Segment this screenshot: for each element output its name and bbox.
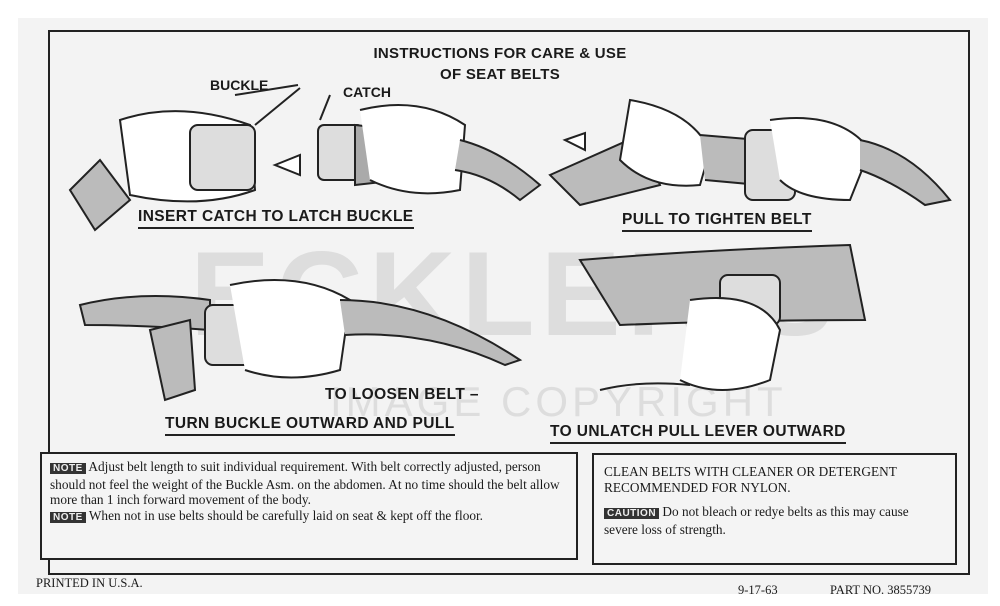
belt-illustration-tighten — [548, 98, 952, 207]
label-catch: CATCH — [343, 84, 391, 100]
belt-illustration-insert — [68, 84, 542, 232]
printed-in: PRINTED IN U.S.A. — [36, 576, 143, 590]
caption-loosen-2: TURN BUCKLE OUTWARD AND PULL — [165, 415, 455, 436]
caution-text: Do not bleach or redye belts as this may… — [604, 504, 909, 537]
clean-text: CLEAN BELTS WITH CLEANER OR DETERGENT RE… — [604, 464, 897, 495]
belt-illustration-unlatch — [578, 243, 867, 391]
caption-unlatch: TO UNLATCH PULL LEVER OUTWARD — [550, 423, 846, 444]
note-2: NOTE When not in use belts should be car… — [50, 508, 568, 526]
note-1-text: Adjust belt length to suit individual re… — [50, 459, 560, 507]
belt-illustration-loosen — [78, 279, 523, 402]
title-line-1: INSTRUCTIONS FOR CARE & USE — [373, 45, 627, 62]
note-2-text: When not in use belts should be carefull… — [88, 507, 484, 523]
note-tag: NOTE — [50, 463, 86, 474]
caution-tag: CAUTION — [604, 508, 660, 519]
care-box: CLEAN BELTS WITH CLEANER OR DETERGENT RE… — [592, 453, 957, 565]
decal-border — [48, 30, 970, 575]
caption-insert: INSERT CATCH TO LATCH BUCKLE — [138, 208, 414, 229]
caption-loosen-1: TO LOOSEN BELT – — [325, 386, 479, 403]
note-1: NOTE Adjust belt length to suit individu… — [50, 459, 568, 508]
note-box: NOTE Adjust belt length to suit individu… — [40, 452, 578, 560]
date-code: 9-17-63 — [738, 583, 778, 597]
label-buckle: BUCKLE — [210, 77, 269, 93]
title-line-2: OF SEAT BELTS — [439, 66, 560, 83]
part-number: PART NO. 3855739 — [830, 583, 932, 597]
note-tag: NOTE — [50, 511, 86, 523]
caption-tighten: PULL TO TIGHTEN BELT — [622, 211, 812, 232]
caution: CAUTION Do not bleach or redye belts as … — [604, 504, 945, 537]
